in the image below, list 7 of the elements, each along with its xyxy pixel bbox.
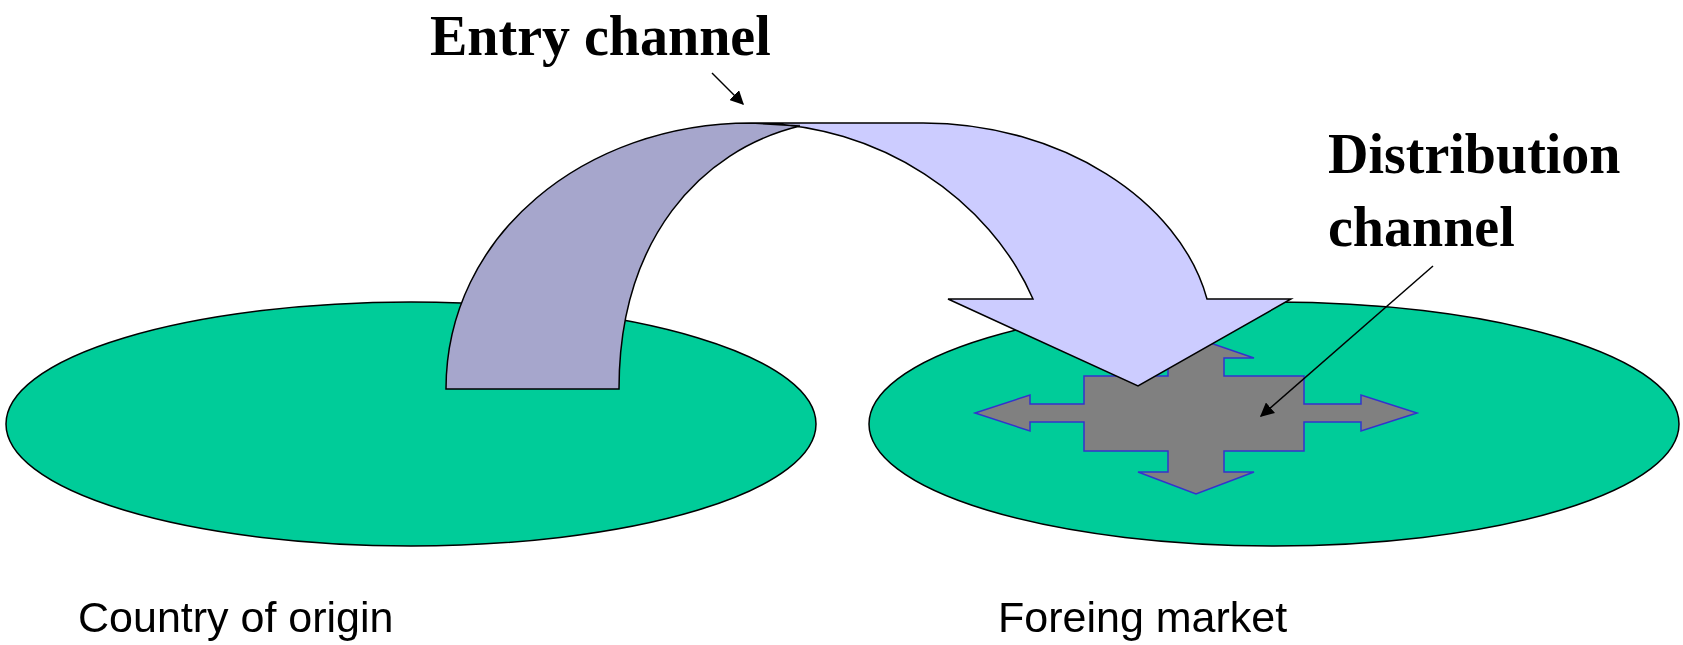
leader-line <box>1259 265 1434 417</box>
leader-line <box>711 72 744 105</box>
channel-label: Entry channel <box>430 4 772 69</box>
region-caption: Country of origin <box>78 594 394 642</box>
channel-label: Distribution channel <box>1328 122 1622 260</box>
region-caption: Foreing market <box>998 594 1288 642</box>
curved-block-arrow <box>445 122 1292 390</box>
